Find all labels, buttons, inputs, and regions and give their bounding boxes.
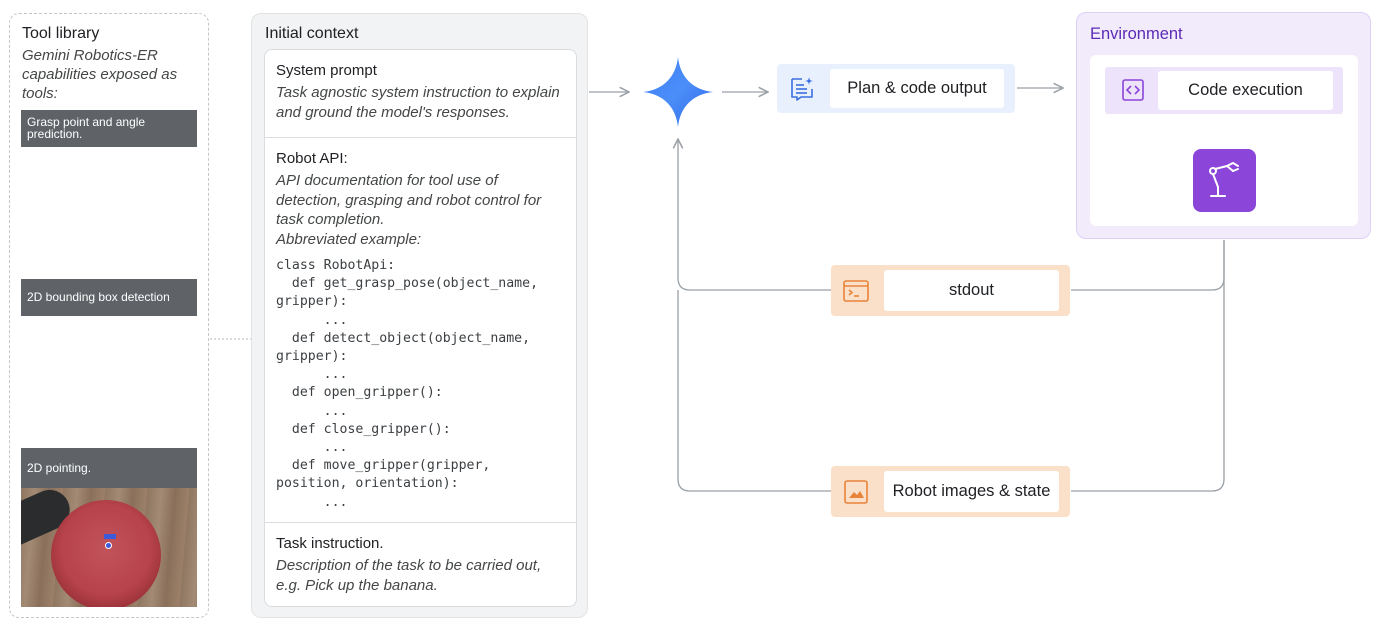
system-prompt-section: System prompt Task agnostic system instr…: [265, 50, 576, 138]
task-instruction-section: Task instruction. Description of the tas…: [265, 523, 576, 608]
environment-panel: Environment Code execution: [1076, 12, 1371, 239]
system-prompt-description: Task agnostic system instruction to expl…: [276, 84, 560, 121]
robot-images-state-label: Robot images & state: [884, 471, 1059, 512]
initial-context-panel: Initial context System prompt Task agnos…: [251, 13, 588, 618]
photo-point-label: [104, 534, 116, 539]
system-prompt-heading: System prompt: [276, 62, 377, 79]
task-instruction-description: Description of the task to be carried ou…: [276, 557, 542, 594]
plan-code-output-box: Plan & code output: [777, 64, 1015, 113]
environment-card: Code execution: [1090, 55, 1358, 226]
tool-bounding-box: 2D bounding box detection: [21, 279, 197, 316]
robot-api-description: API documentation for tool use of detect…: [276, 172, 542, 228]
pointing-example-photo: [21, 488, 197, 607]
environment-title: Environment: [1090, 25, 1183, 43]
robot-api-code: class RobotApi: def get_grasp_pose(objec…: [276, 258, 539, 510]
loop-env-to-stdout: [1071, 240, 1225, 291]
document-sparkle-icon: [791, 77, 813, 101]
tool-library-panel: Tool library Gemini Robotics-ER capabili…: [9, 13, 209, 618]
stdout-label: stdout: [884, 270, 1059, 311]
code-execution-box: Code execution: [1105, 67, 1343, 114]
photo-point-marker: [105, 542, 112, 549]
robot-arm-icon: [1209, 162, 1239, 197]
initial-context-title: Initial context: [265, 25, 359, 42]
context-card: System prompt Task agnostic system instr…: [264, 49, 577, 607]
robot-arm-tile: [1193, 149, 1256, 212]
robot-images-state-box: Robot images & state: [831, 466, 1070, 517]
stdout-box: stdout: [831, 265, 1070, 316]
tool-grasp-point: Grasp point and angle prediction.: [21, 110, 197, 147]
tool-pointing: 2D pointing.: [21, 448, 197, 488]
code-brackets-icon: [1122, 79, 1144, 101]
terminal-icon: [843, 280, 869, 302]
tool-library-title: Tool library: [22, 25, 100, 42]
tool-library-subtitle: Gemini Robotics-ER capabilities exposed …: [22, 47, 178, 102]
robot-api-section: Robot API: API documentation for tool us…: [265, 138, 576, 523]
plan-code-output-label: Plan & code output: [830, 69, 1004, 108]
robot-api-example-label: Abbreviated example:: [276, 230, 422, 248]
image-icon: [844, 480, 868, 504]
loop-images-to-model: [677, 290, 831, 492]
code-execution-label: Code execution: [1158, 71, 1333, 110]
gemini-sparkle-icon: [643, 57, 713, 127]
loop-env-to-images: [1071, 240, 1225, 492]
robot-api-heading: Robot API:: [276, 150, 348, 167]
loop-stdout-to-model: [678, 139, 831, 291]
photo-bowl: [51, 500, 161, 607]
task-instruction-heading: Task instruction.: [276, 535, 384, 552]
